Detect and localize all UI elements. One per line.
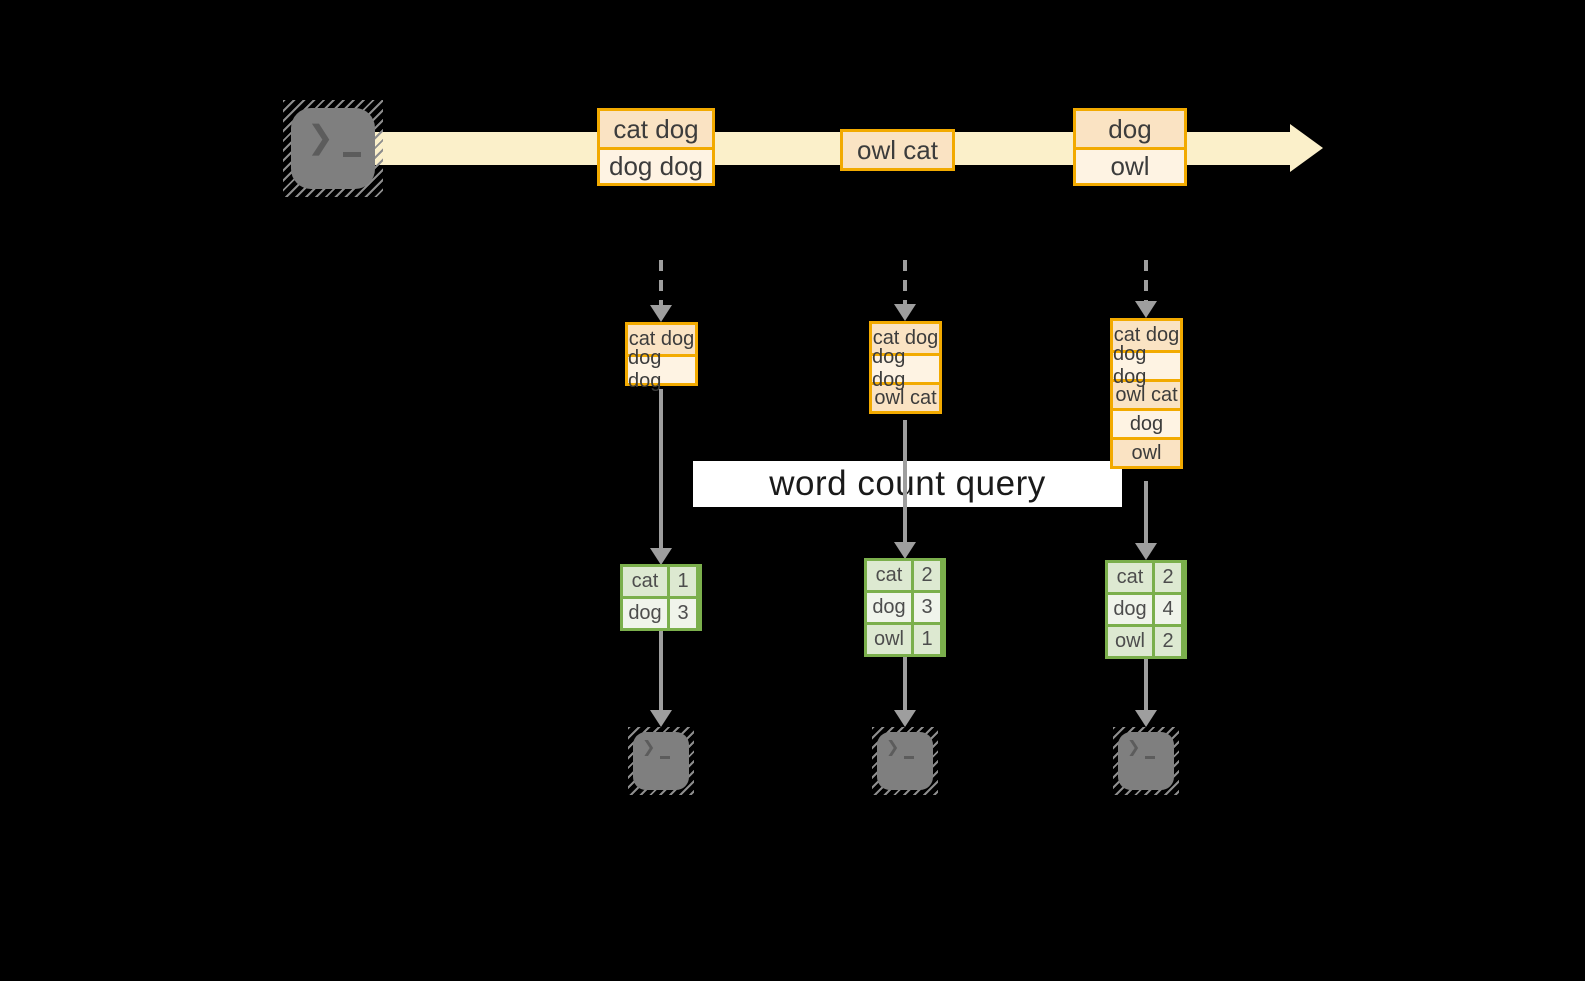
result-count: 1 <box>667 567 696 596</box>
sink-terminal-icon: ❯ <box>1113 727 1179 795</box>
sink-terminal-icon: ❯ <box>628 727 694 795</box>
stream-record: owl cat <box>1113 379 1180 408</box>
arrowhead-icon <box>650 548 672 565</box>
input-batch-2: owl cat <box>840 129 955 171</box>
dashed-arrow <box>659 260 663 305</box>
dashed-arrow <box>903 260 907 304</box>
terminal-prompt-icon: ❯ <box>886 739 900 756</box>
stream-record: dog <box>1076 111 1184 147</box>
result-count: 1 <box>911 625 940 654</box>
result-word: cat <box>1108 563 1152 592</box>
query-label: word count query <box>693 461 1122 507</box>
stream-record: dog dog <box>872 346 939 391</box>
terminal-cursor-icon <box>904 756 914 759</box>
stream-record: owl <box>1113 437 1180 466</box>
result-count: 4 <box>1152 595 1181 624</box>
connector-line <box>659 389 663 548</box>
stream-record: dog dog <box>600 147 712 183</box>
dashed-arrow <box>1144 260 1148 301</box>
result-word: owl <box>1108 627 1152 656</box>
terminal-window-icon: ❯ <box>633 732 689 790</box>
result-word: owl <box>867 625 911 654</box>
terminal-cursor-icon <box>1145 756 1155 759</box>
terminal-prompt-icon: ❯ <box>1127 739 1141 756</box>
terminal-prompt-icon: ❯ <box>642 739 656 756</box>
terminal-cursor-icon <box>660 756 670 759</box>
arrowhead-icon <box>1135 543 1157 560</box>
result-count: 2 <box>911 561 940 590</box>
terminal-window-icon: ❯ <box>1118 732 1174 790</box>
arrowhead-icon <box>1135 710 1157 727</box>
result-count: 3 <box>911 593 940 622</box>
arrowhead-icon <box>1135 301 1157 318</box>
stream-record: cat dog <box>600 111 712 147</box>
result-count: 2 <box>1152 563 1181 592</box>
stream-record: owl cat <box>872 382 939 411</box>
stream-record: cat dog <box>872 324 939 353</box>
arrowhead-icon <box>894 542 916 559</box>
terminal-window-icon: ❯ <box>877 732 933 790</box>
result-word: dog <box>1108 595 1152 624</box>
sink-terminal-icon: ❯ <box>872 727 938 795</box>
result-word: dog <box>623 599 667 628</box>
stream-record: dog <box>1113 408 1180 437</box>
arrowhead-icon <box>894 304 916 321</box>
result-word: cat <box>623 567 667 596</box>
arrowhead-icon <box>650 710 672 727</box>
stream-record: owl cat <box>843 132 952 168</box>
stream-timeline-arrowhead-icon <box>1290 124 1323 172</box>
terminal-prompt-icon: ❯ <box>307 119 334 155</box>
result-count: 3 <box>667 599 696 628</box>
stream-record: dog dog <box>1113 343 1180 388</box>
result-count: 2 <box>1152 627 1181 656</box>
result-word: dog <box>867 593 911 622</box>
stream-record: cat dog <box>1113 321 1180 350</box>
terminal-cursor-icon <box>343 152 361 157</box>
stream-record: dog dog <box>628 347 695 392</box>
source-terminal-icon: ❯ <box>283 100 383 197</box>
connector-line <box>659 631 663 710</box>
connector-line <box>903 657 907 710</box>
stream-record: owl <box>1076 147 1184 183</box>
connector-line <box>1144 481 1148 543</box>
terminal-window-icon: ❯ <box>291 108 375 189</box>
arrowhead-icon <box>650 305 672 322</box>
connector-line <box>903 420 907 542</box>
connector-line <box>1144 659 1148 710</box>
stream-record: cat dog <box>628 325 695 354</box>
arrowhead-icon <box>894 710 916 727</box>
result-word: cat <box>867 561 911 590</box>
